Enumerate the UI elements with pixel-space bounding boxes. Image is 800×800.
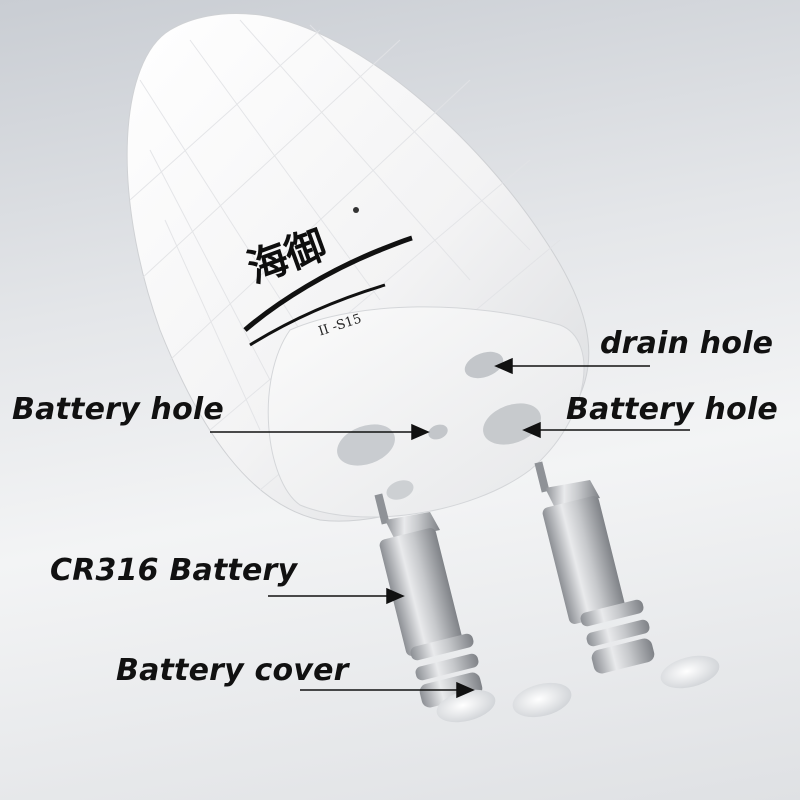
drain-hole — [464, 351, 504, 379]
cr316-battery-label: CR316 Battery — [50, 553, 298, 588]
pointer-lines — [210, 357, 690, 699]
cr316-battery-left — [374, 493, 572, 723]
battery-hole-left-label: Battery hole — [12, 392, 224, 427]
small-hole-lower — [386, 480, 414, 500]
float-body — [126, 12, 590, 522]
battery-hole-right — [483, 403, 541, 445]
brand-logo-text: 海御 — [241, 220, 333, 293]
battery-hole-right-label: Battery hole — [566, 392, 778, 427]
drain-hole-label: drain hole — [600, 326, 774, 361]
battery-hole-left — [337, 424, 395, 466]
small-hole — [428, 424, 448, 440]
battery-right — [534, 461, 720, 689]
battery-cover-label: Battery cover — [116, 653, 349, 688]
